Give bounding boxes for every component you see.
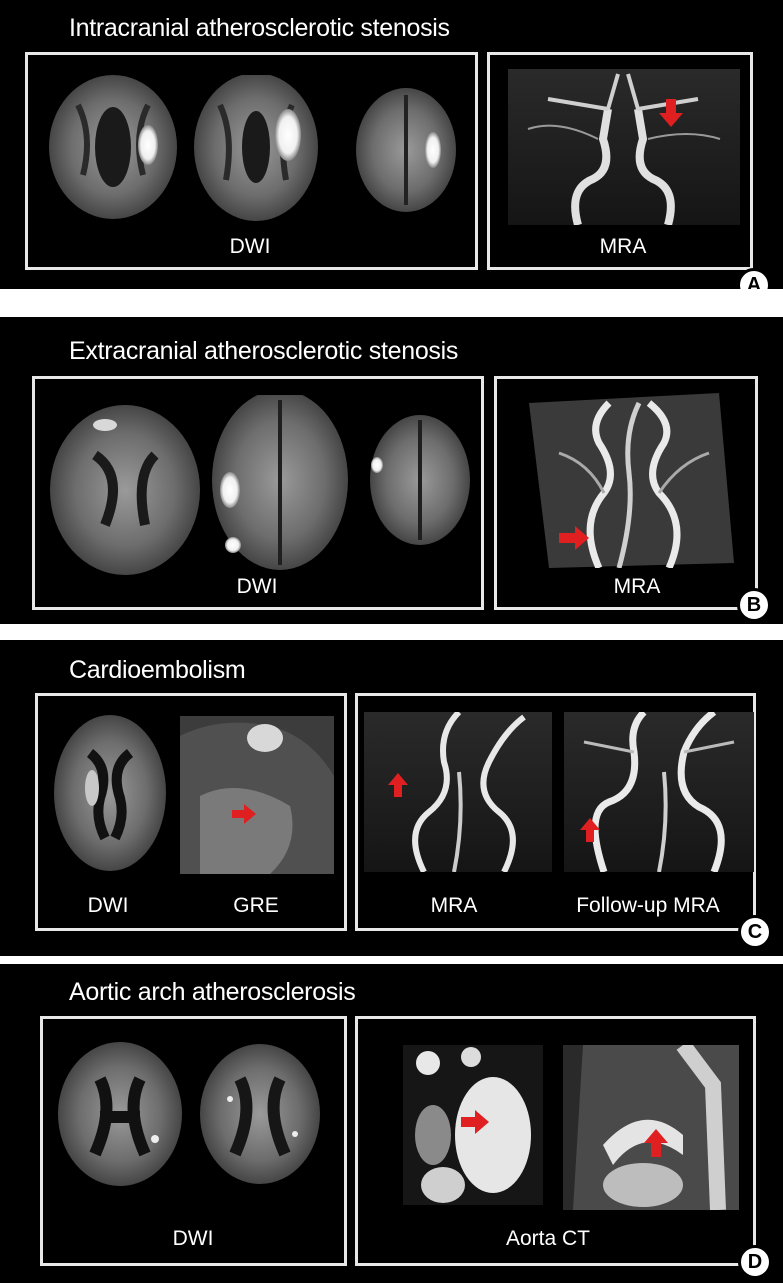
mra-caption: MRA xyxy=(613,575,661,598)
panel-extracranial: Extracranial atherosclerotic stenosis xyxy=(0,317,783,624)
dwi-caption: DWI xyxy=(229,235,271,258)
follow-up-mra-image xyxy=(564,712,754,872)
stenosis-arrow xyxy=(559,526,589,550)
panel-aortic-arch: Aortic arch atherosclerosis DWI xyxy=(0,964,783,1283)
panel-badge: B xyxy=(737,588,771,622)
panel-cardioembolism: Cardioembolism DWI GRE xyxy=(0,640,783,956)
occlusion-arrow xyxy=(388,773,408,797)
follow-up-mra-caption: Follow-up MRA xyxy=(576,894,720,917)
panel-badge: D xyxy=(738,1245,772,1279)
panel-badge: C xyxy=(738,915,772,949)
gre-image xyxy=(180,716,334,874)
ct-caption: Aorta CT xyxy=(505,1227,591,1250)
dwi-caption: DWI xyxy=(87,894,129,917)
dwi-gre-frame: DWI GRE xyxy=(35,693,347,931)
ct-sagittal-image xyxy=(563,1045,739,1210)
dwi-caption: DWI xyxy=(236,575,278,598)
panel-title: Intracranial atherosclerotic stenosis xyxy=(69,14,450,42)
hemorrhage-arrow xyxy=(232,804,256,824)
panel-badge: A xyxy=(737,268,771,289)
plaque-arrow xyxy=(461,1110,489,1134)
panel-title: Cardioembolism xyxy=(69,656,246,684)
ct-frame: Aorta CT xyxy=(355,1016,756,1266)
panel-title: Extracranial atherosclerotic stenosis xyxy=(69,337,459,365)
dwi-image xyxy=(55,1039,335,1189)
plaque-arrow xyxy=(644,1129,668,1157)
dwi-image xyxy=(38,75,468,225)
dwi-frame: DWI xyxy=(40,1016,347,1266)
mra-caption: MRA xyxy=(599,235,647,258)
dwi-caption: DWI xyxy=(172,1227,214,1250)
recanalization-arrow xyxy=(580,818,600,842)
stenosis-arrow xyxy=(659,99,683,127)
mra-image xyxy=(364,712,552,872)
dwi-frame: DWI xyxy=(32,376,484,610)
mra-image xyxy=(519,393,739,568)
dwi-image xyxy=(50,708,170,873)
mra-frame: MRA xyxy=(494,376,758,610)
ct-axial-image xyxy=(403,1045,543,1205)
panel-title: Aortic arch atherosclerosis xyxy=(69,978,356,1006)
mra-caption: MRA xyxy=(430,894,478,917)
panel-intracranial: Intracranial atherosclerotic stenosis xyxy=(0,0,783,289)
gre-caption: GRE xyxy=(233,894,279,917)
dwi-frame: DWI xyxy=(25,52,478,270)
dwi-image xyxy=(45,395,475,575)
mra-frame: MRA Follow-up MRA xyxy=(355,693,756,931)
mra-image xyxy=(508,69,740,225)
mra-frame: MRA xyxy=(487,52,753,270)
